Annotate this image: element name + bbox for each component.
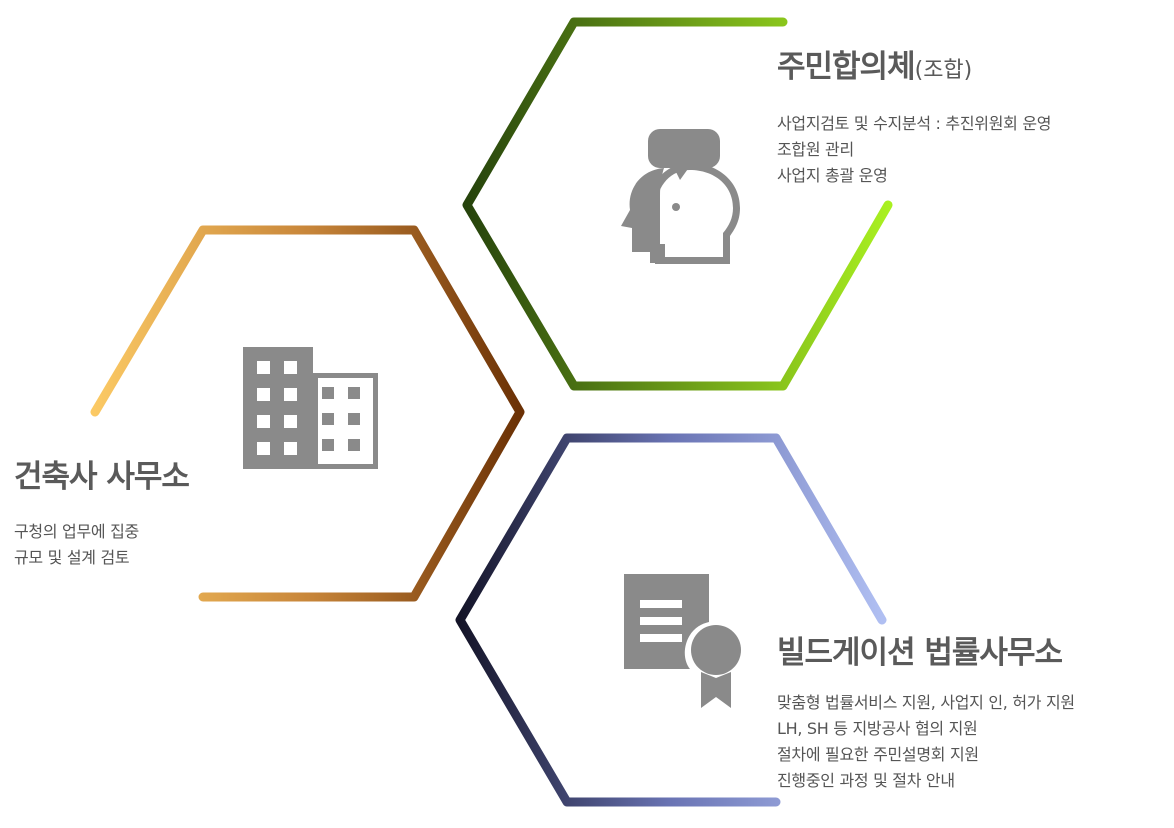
architect-office-title: 건축사 사무소 [14,459,190,495]
resident-council-title: 주민합의체(조합) [777,47,1051,91]
list-item: 규모 및 설계 검토 [14,548,130,567]
list-item: 조합원 관리 [777,140,854,159]
law-hexagon-gap-segment [771,433,887,625]
resident-council-block: 주민합의체(조합) 사업지검토 및 수지분석 : 추진위원회 운영 조합원 관리… [777,47,1051,189]
architect-office-block: 건축사 사무소 구청의 업무에 집중 규모 및 설계 검토 [14,457,190,571]
law-office-block: 빌드게이션 법률사무소 맞춤형 법률서비스 지원, 사업지 인, 허가 지원 L… [777,633,1075,794]
office-building-icon [243,347,378,469]
law-office-list: 맞춤형 법률서비스 지원, 사업지 인, 허가 지원 LH, SH 등 지방공사… [777,690,1075,794]
list-item: 진행중인 과정 및 절차 안내 [777,771,955,790]
resident-hexagon [462,17,893,391]
list-item: 사업지검토 및 수지분석 : 추진위원회 운영 [777,114,1052,133]
list-item: 맞춤형 법률서비스 지원, 사업지 인, 허가 지원 [777,693,1075,712]
certificate-icon [624,574,741,708]
resident-council-title-sub: (조합) [914,58,973,83]
law-office-title: 빌드게이션 법률사무소 [777,635,1063,671]
resident-council-title-main: 주민합의체 [777,49,916,85]
architect-hexagon [90,225,525,602]
list-item: 구청의 업무에 집중 [14,522,139,541]
architect-office-list: 구청의 업무에 집중 규모 및 설계 검토 [14,519,189,571]
list-item: 사업지 총괄 운영 [777,166,888,185]
law-hexagon [455,433,781,807]
list-item: LH, SH 등 지방공사 협의 지원 [777,719,978,738]
people-talking-icon [621,129,740,264]
list-item: 절차에 필요한 주민설명회 지원 [777,745,979,764]
resident-council-list: 사업지검토 및 수지분석 : 추진위원회 운영 조합원 관리 사업지 총괄 운영 [777,111,1051,189]
